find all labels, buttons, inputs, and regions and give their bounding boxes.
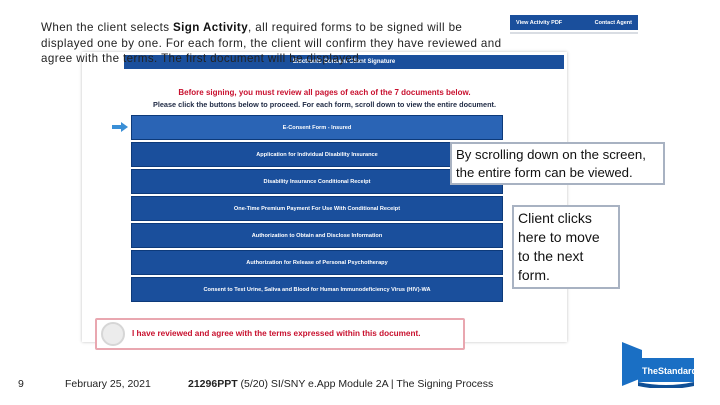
page-number: 9 — [18, 378, 24, 390]
intro-text: When the client selects Sign Activity, a… — [41, 21, 502, 65]
top-action-bar: View Activity PDF Contact Agent — [510, 15, 638, 30]
agree-checkbox[interactable] — [101, 322, 125, 346]
document-button-econsent[interactable]: E-Consent Form - Insured — [131, 115, 503, 140]
document-button-psychotherapy[interactable]: Authorization for Release of Personal Ps… — [131, 250, 503, 275]
instruction-text: Please click the buttons below to procee… — [152, 100, 497, 109]
panel-header: Electronic Consent Client Signature — [124, 55, 564, 69]
document-button-authorization-info[interactable]: Authorization to Obtain and Disclose Inf… — [131, 223, 503, 248]
footer-date: February 25, 2021 — [65, 378, 151, 390]
document-button-premium-payment[interactable]: One-Time Premium Payment For Use With Co… — [131, 196, 503, 221]
agree-terms-label: I have reviewed and agree with the terms… — [132, 329, 421, 338]
top-action-underline — [510, 32, 638, 34]
callout-click-next: Client clicks here to move to the next f… — [512, 205, 620, 289]
footer-document-code: 21296PPT (5/20) SI/SNY e.App Module 2A |… — [188, 378, 494, 390]
review-warning: Before signing, you must review all page… — [178, 88, 471, 97]
sign-activity-term: Sign Activity — [173, 21, 249, 34]
document-button-application[interactable]: Application for Individual Disability In… — [131, 142, 503, 167]
the-standard-logo: TheStandard — [622, 342, 696, 388]
agree-terms-row[interactable]: I have reviewed and agree with the terms… — [95, 318, 465, 350]
callout-scroll: By scrolling down on the screen, the ent… — [450, 142, 665, 185]
document-list: E-Consent Form - Insured Application for… — [131, 115, 503, 304]
contact-agent-button[interactable]: Contact Agent — [594, 19, 632, 26]
document-button-conditional-receipt[interactable]: Disability Insurance Conditional Receipt — [131, 169, 503, 194]
svg-text:TheStandard: TheStandard — [642, 366, 696, 376]
view-activity-pdf-button[interactable]: View Activity PDF — [516, 19, 563, 26]
signature-panel: Electronic Consent Client Signature Befo… — [82, 52, 567, 342]
arrow-right-icon — [112, 122, 128, 132]
document-button-hiv-consent[interactable]: Consent to Test Urine, Saliva and Blood … — [131, 277, 503, 302]
